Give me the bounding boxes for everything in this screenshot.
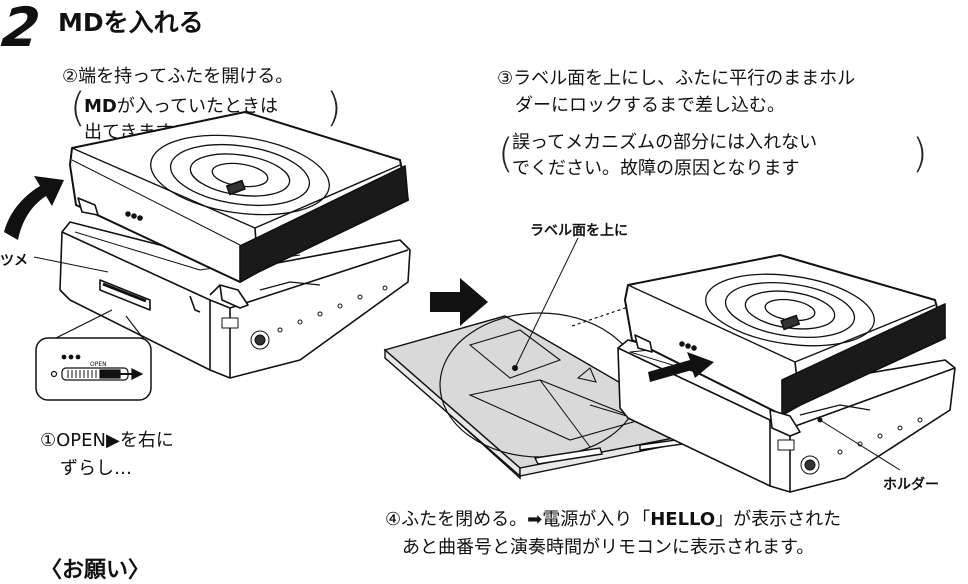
lift-arrow-icon: [4, 176, 64, 240]
step3-note-line2: でください。故障の原因となります: [512, 158, 800, 179]
md-player-left-illustration: [59, 111, 411, 379]
tsume-leader-line: [33, 256, 109, 273]
md-bold-text: MD: [84, 96, 117, 117]
holder-callout: ホルダー: [883, 477, 939, 493]
step3-note-open-paren: (: [498, 131, 514, 177]
step2-note-line1-rest: が入っていたときは: [116, 96, 278, 117]
step3-note-close-paren: ): [912, 131, 928, 177]
proceed-arrow-icon: [430, 278, 488, 326]
step2-note-close-paren: ): [326, 85, 342, 131]
step3-instruction-line2: ダーにロックするまで差し込む。: [515, 95, 785, 116]
step1-instruction-line1: ①OPEN▶を右に: [40, 430, 174, 451]
slider-open-label: OPEN: [90, 361, 107, 368]
label-side-leader-line: [514, 237, 579, 369]
label-side-up-callout: ラベル面を上に: [530, 223, 628, 239]
step3-instruction-line1: ③ラベル面を上にし、ふたに平行のままホル: [497, 68, 856, 89]
step1-instruction-line2: ずらし…: [60, 458, 132, 479]
md-disc-illustration: [383, 312, 707, 480]
step-title: MDを入れる: [58, 8, 204, 37]
label-side-marker: [512, 365, 518, 371]
holder-marker: [817, 417, 823, 423]
insert-arrow-icon: [648, 352, 714, 382]
step2-note-line1: MDが入っていたときは: [84, 94, 278, 120]
step4-line1-pre: ④ふたを閉める。➡電源が入り「: [385, 509, 651, 530]
step3-note-line1: 誤ってメカニズムの部分には入れない: [512, 132, 818, 153]
step4-instruction-line1: ④ふたを閉める。➡電源が入り「HELLO」が表示された: [385, 507, 841, 533]
step4-line1-post: 」が表示された: [715, 509, 842, 530]
md-player-right-illustration: [617, 254, 956, 493]
hello-bold-text: HELLO: [650, 509, 716, 530]
step2-note-open-paren: (: [70, 85, 86, 131]
slider-zoom-callout: [35, 309, 152, 401]
step4-instruction-line2: あと曲番号と演奏時間がリモコンに表示されます。: [402, 537, 815, 558]
tsume-callout: ツメ: [0, 253, 28, 269]
holder-leader-line: [819, 419, 901, 471]
step2-instruction: ②端を持ってふたを開ける。: [62, 66, 294, 87]
